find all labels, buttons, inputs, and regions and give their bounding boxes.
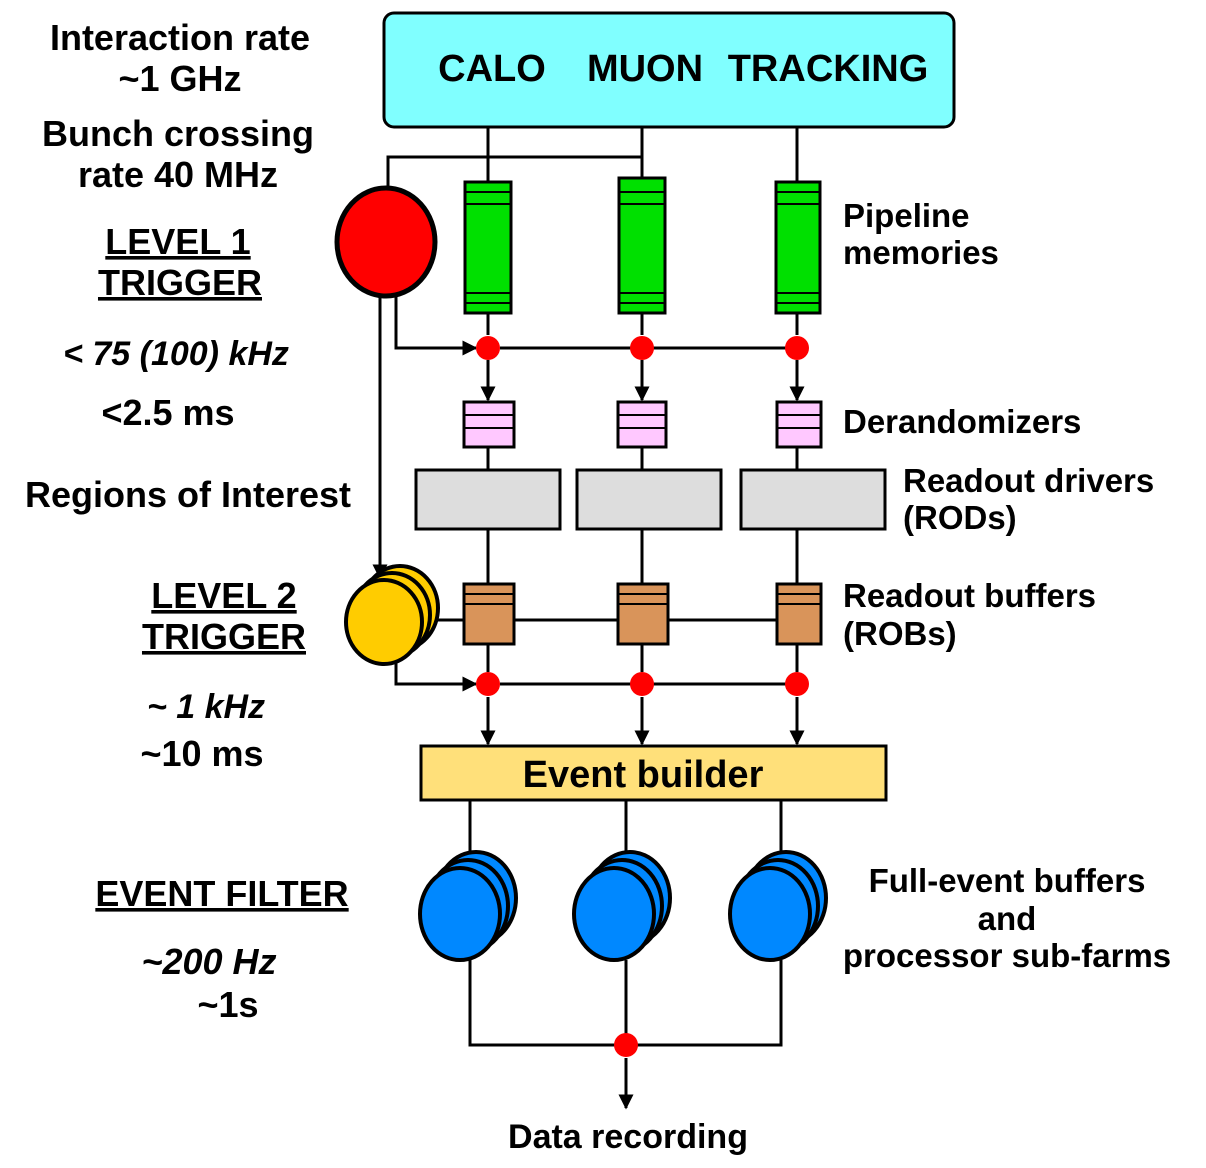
junction-dots [476,336,809,1057]
level2-latency: ~10 ms [140,733,263,774]
detector-calo: CALO [438,48,546,90]
farm-2 [572,850,672,962]
farms-label-line3: processor sub-farms [843,937,1171,974]
rods-label-line1: Readout drivers [903,462,1154,499]
derandomizer-muon [616,400,668,449]
event-filter-latency: ~1s [197,984,258,1025]
farm-3 [728,850,828,962]
rod-muon [575,468,723,531]
pipeline-label-line2: memories [843,234,999,271]
rob-calo [462,582,516,646]
regions-of-interest: Regions of Interest [25,474,351,515]
robs-label-line1: Readout buffers [843,577,1096,614]
processor-farms [418,850,828,962]
detector-box: CALO MUON TRACKING [382,11,956,129]
rod-tracking [739,468,887,531]
robs-label-line2: (ROBs) [843,615,957,652]
data-recording-label: Data recording [508,1118,748,1156]
level1-rate: < 75 (100) kHz [63,335,289,373]
farms-label-line1: Full-event buffers [869,862,1146,899]
right-labels: Pipeline memories Derandomizers Readout … [843,197,1171,974]
derandomizer-calo [462,400,516,449]
level1-latency: <2.5 ms [101,392,234,433]
event-builder-label: Event builder [523,754,764,796]
farms-label-line2: and [978,900,1037,937]
derandomizers-label: Derandomizers [843,403,1081,440]
event-filter-title: EVENT FILTER [95,873,348,914]
pipeline-label-line1: Pipeline [843,197,970,234]
bunch-crossing-line2: rate 40 MHz [78,154,278,195]
left-labels: Interaction rate ~1 GHz Bunch crossing r… [25,17,351,1025]
detector-muon: MUON [587,48,703,90]
derandomizer-tracking [775,400,823,449]
pipeline-calo [463,180,513,315]
connector-lines [372,127,805,1110]
detector-tracking: TRACKING [728,48,929,90]
level2-rate: ~ 1 kHz [147,688,265,726]
pipeline-muon [617,176,667,315]
event-builder: Event builder [419,744,888,802]
level2-trigger-processors [344,564,440,666]
pipeline-tracking [774,180,822,315]
bunch-crossing-line1: Bunch crossing [42,113,314,154]
readout-buffers [462,582,823,646]
interaction-rate-line1: Interaction rate [50,17,310,58]
interaction-rate-line2: ~1 GHz [118,58,241,99]
rob-muon [616,582,670,646]
event-filter-rate: ~200 Hz [141,941,276,982]
farm-1 [418,850,518,962]
level1-title-line2: TRIGGER [98,262,262,303]
level2-title-line1: LEVEL 2 [151,575,296,616]
level1-trigger-processor [334,185,438,299]
derandomizers [462,400,823,449]
rod-calo [414,468,562,531]
level1-title-line1: LEVEL 1 [105,221,250,262]
rods-label-line2: (RODs) [903,499,1017,536]
level2-title-line2: TRIGGER [142,616,306,657]
readout-drivers [414,468,887,531]
pipeline-memories [463,176,822,315]
rob-tracking [775,582,823,646]
